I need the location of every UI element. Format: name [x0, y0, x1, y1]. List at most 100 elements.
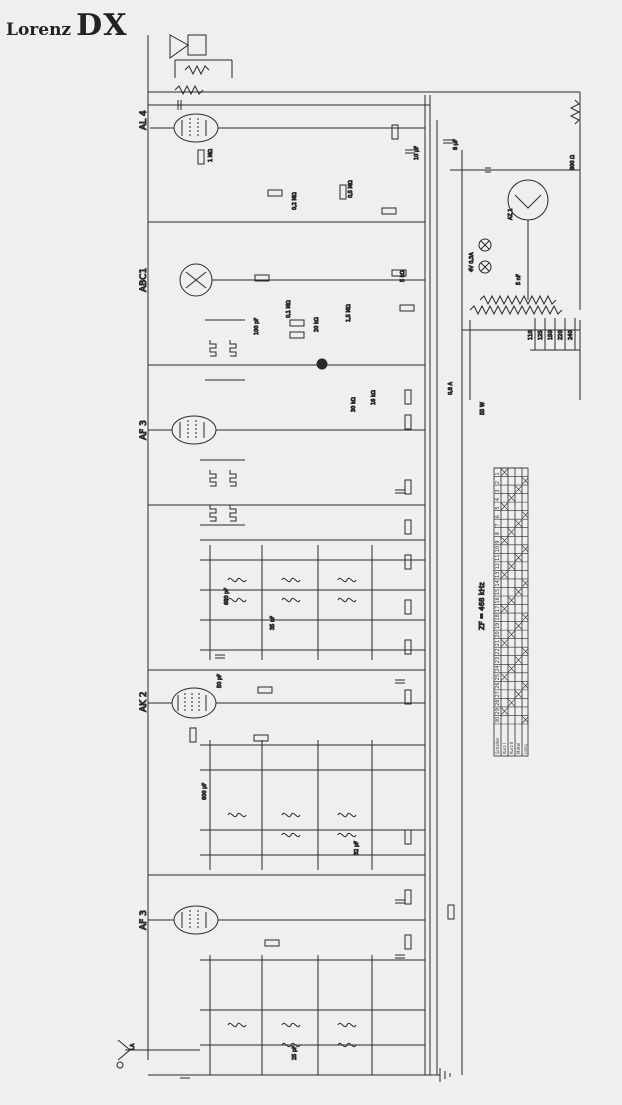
pilot-lamp-label: 4V 0,3A	[469, 252, 475, 272]
resistor	[253, 734, 269, 742]
voltage-tap-label: 110	[528, 330, 534, 340]
rectifier-label: AZ 1	[508, 208, 514, 220]
switch-cross-mark	[522, 579, 529, 587]
switch-column-label: 1	[495, 472, 501, 475]
switch-cross-mark	[522, 613, 529, 621]
tube-af3-lower	[173, 905, 219, 935]
switch-column-label: 18	[495, 614, 501, 620]
resistors-top	[197, 124, 415, 339]
switch-row-header: Kurz II	[509, 742, 514, 754]
switch-cross-mark	[501, 673, 508, 681]
switch-column-label: 22	[495, 648, 501, 654]
voltage-tap-label: 125	[538, 330, 544, 340]
if-frequency-label: ZF = 468 kHz	[478, 582, 486, 630]
switch-column-label: 29	[495, 708, 501, 714]
switch-cross-mark	[508, 699, 515, 707]
switch-table-labels: 1234567891011121314151617181920212223242…	[495, 472, 528, 754]
switch-table-rows	[494, 467, 529, 725]
switch-cross-mark	[522, 545, 529, 553]
switch-column-label: 9	[495, 541, 501, 544]
wiring-grid	[200, 539, 425, 660]
speaker	[169, 34, 233, 78]
switch-cross-mark	[522, 716, 529, 724]
component-label: 10 μF	[414, 146, 420, 160]
tube-af3-upper	[171, 415, 217, 445]
capacitors	[177, 100, 491, 1079]
switch-column-label: 13	[495, 572, 501, 578]
model-name: DX	[76, 8, 128, 43]
component-label: 100 pF	[254, 318, 260, 335]
switch-column-label: 23	[495, 657, 501, 663]
switch-cross-mark	[522, 682, 529, 690]
component-label: 16 kΩ	[371, 390, 377, 405]
tube-az1	[507, 179, 549, 221]
component-label: 680 pF	[224, 588, 230, 605]
switch-column-label: 21	[495, 640, 501, 646]
voltage-tap-label: 220	[558, 330, 564, 340]
antenna-label: LA	[130, 1043, 136, 1050]
component-label: 0,5 MΩ	[348, 180, 354, 198]
component-label: 5 nF	[516, 274, 522, 285]
oscillator-grid	[200, 740, 425, 870]
power-transformer-secondary	[479, 294, 557, 306]
switch-row-header: Mittel	[516, 743, 521, 754]
voltage-taps	[530, 318, 580, 351]
power-label: 55 W	[480, 402, 486, 415]
switch-cross-mark	[508, 562, 515, 570]
resistor-stack	[404, 389, 455, 950]
choke	[569, 99, 581, 125]
switch-cross-mark	[508, 528, 515, 536]
input-grid	[200, 955, 425, 1075]
component-label: 50 pF	[217, 674, 223, 688]
switch-cross-mark	[501, 605, 508, 613]
voltage-tap-label: 150	[548, 330, 554, 340]
switch-row-header: Kurz I	[502, 743, 507, 754]
resistor	[257, 686, 273, 694]
switch-table	[493, 467, 529, 757]
switch-cross-mark	[501, 707, 508, 715]
resistor	[254, 274, 270, 282]
switch-column-label: 16	[495, 597, 501, 603]
switch-column-label: 5	[495, 506, 501, 509]
component-label: 32 pF	[354, 841, 360, 855]
component-label: 35 nF	[270, 616, 276, 630]
switch-cross-mark	[508, 494, 515, 502]
switch-column-label: 27	[495, 691, 501, 697]
component-label: 800 Ω	[570, 155, 576, 170]
switch-column-label: 12	[495, 563, 501, 569]
component-label: 30 kΩ	[351, 397, 357, 412]
switch-cross-mark	[515, 554, 522, 562]
component-label: 25 pF	[292, 1046, 298, 1060]
switch-column-label: 2	[495, 481, 501, 484]
fuse-label: 0,8 A	[448, 381, 454, 395]
resistor	[264, 939, 280, 947]
switch-cross-mark	[501, 502, 508, 510]
tube-label-ak2: AK 2	[139, 691, 149, 712]
switch-cross-mark	[508, 665, 515, 673]
power-transformer	[469, 304, 563, 316]
switch-row-header: Lang	[523, 744, 528, 754]
tube-abc1	[179, 263, 213, 297]
switch-column-label: 7	[495, 524, 501, 527]
component-label: 1 MΩ	[208, 149, 214, 162]
switch-column-label: 26	[495, 682, 501, 688]
switch-column-label: 6	[495, 515, 501, 518]
voltage-tap-label: 240	[568, 330, 574, 340]
switch-column-label: 4	[495, 498, 501, 501]
if-transformer	[205, 319, 245, 381]
switch-column-label: 28	[495, 700, 501, 706]
coils-row	[227, 577, 357, 603]
switch-cross-mark	[501, 639, 508, 647]
switch-cross-mark	[522, 511, 529, 519]
switch-cross-mark	[515, 622, 522, 630]
component-label: 600 pF	[202, 783, 208, 800]
switch-cross-mark	[508, 630, 515, 638]
switch-column-label: 25	[495, 674, 501, 680]
antenna-input	[116, 1039, 200, 1069]
ground-symbol	[439, 1068, 451, 1082]
switch-column-label: 15	[495, 589, 501, 595]
switch-cross-mark	[501, 571, 508, 579]
switch-cross-mark	[508, 596, 515, 604]
switch-column-label: 24	[495, 665, 501, 671]
